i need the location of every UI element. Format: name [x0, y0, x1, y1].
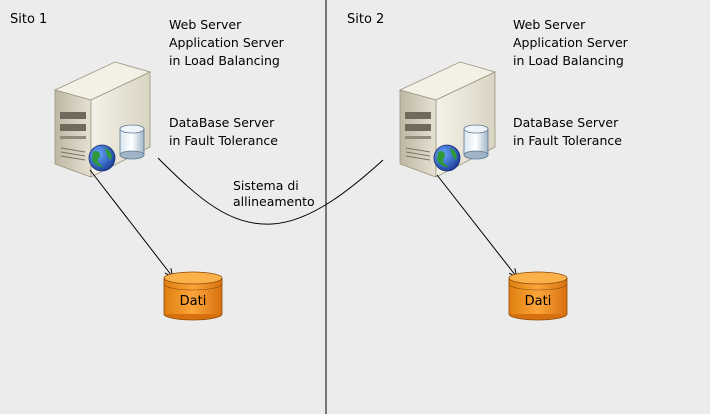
site-2-server-roles: Web Server Application Server in Load Ba… — [513, 16, 628, 70]
role-database-server: DataBase Server — [169, 115, 275, 130]
site-2-db-roles: DataBase Server in Fault Tolerance — [513, 114, 622, 150]
storage-link-arrow — [89, 169, 172, 276]
alignment-label-line-2: allineamento — [233, 194, 315, 209]
alignment-connector — [157, 157, 384, 225]
site-1-server-roles: Web Server Application Server in Load Ba… — [169, 16, 284, 70]
role-load-balancing: in Load Balancing — [169, 53, 280, 68]
site-2-label: Sito 2 — [347, 12, 385, 27]
role-application-server: Application Server — [169, 35, 284, 50]
role-web-server: Web Server — [169, 17, 242, 32]
role-application-server: Application Server — [513, 35, 628, 50]
storage-label: Dati — [179, 294, 207, 309]
globe-icon — [433, 144, 461, 172]
alignment-label-line-1: Sistema di — [233, 178, 299, 193]
database-icon — [119, 124, 145, 160]
storage-icon — [163, 271, 223, 321]
database-icon — [463, 124, 489, 160]
site-1-label: Sito 1 — [10, 12, 48, 27]
role-web-server: Web Server — [513, 17, 586, 32]
storage-label: Dati — [524, 294, 552, 309]
storage-link-arrow — [436, 174, 516, 276]
role-database-server: DataBase Server — [513, 115, 619, 130]
role-fault-tolerance: in Fault Tolerance — [169, 133, 278, 148]
globe-icon — [88, 144, 116, 172]
alignment-label: Sistema di allineamento — [233, 178, 315, 210]
storage-icon — [508, 271, 568, 321]
role-load-balancing: in Load Balancing — [513, 53, 624, 68]
site-1-db-roles: DataBase Server in Fault Tolerance — [169, 114, 278, 150]
role-fault-tolerance: in Fault Tolerance — [513, 133, 622, 148]
